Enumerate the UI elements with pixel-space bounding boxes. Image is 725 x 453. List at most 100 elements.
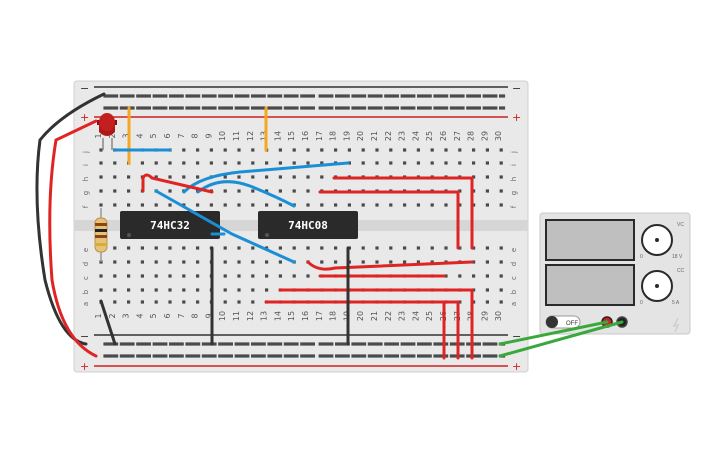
hole[interactable] — [155, 354, 159, 358]
hole[interactable] — [237, 161, 241, 165]
hole[interactable] — [354, 94, 358, 98]
hole[interactable] — [106, 94, 110, 98]
hole[interactable] — [140, 260, 144, 264]
hole[interactable] — [194, 94, 198, 98]
hole[interactable] — [131, 106, 135, 110]
hole[interactable] — [425, 354, 429, 358]
hole[interactable] — [472, 175, 476, 179]
hole[interactable] — [194, 342, 198, 346]
hole[interactable] — [142, 106, 146, 110]
hole[interactable] — [370, 354, 374, 358]
hole[interactable] — [499, 246, 503, 250]
hole[interactable] — [373, 342, 377, 346]
hole[interactable] — [392, 354, 397, 358]
hole[interactable] — [376, 342, 380, 346]
hole[interactable] — [406, 342, 410, 346]
hole[interactable] — [416, 246, 420, 250]
power-supply[interactable]: VC CC 18 V 5 A 0 0 OFF — [539, 212, 691, 335]
hole[interactable] — [144, 354, 149, 358]
hole[interactable] — [472, 203, 476, 207]
hole[interactable] — [140, 246, 144, 250]
hole[interactable] — [384, 106, 388, 110]
hole[interactable] — [289, 106, 293, 110]
hole[interactable] — [256, 354, 260, 358]
hole[interactable] — [390, 106, 394, 110]
hole[interactable] — [168, 274, 172, 278]
hole[interactable] — [283, 354, 287, 358]
hole[interactable] — [106, 342, 110, 346]
hole[interactable] — [300, 354, 304, 358]
hole[interactable] — [292, 161, 296, 165]
hole[interactable] — [270, 94, 274, 98]
hole[interactable] — [389, 161, 393, 165]
hole[interactable] — [363, 354, 367, 358]
hole[interactable] — [379, 106, 383, 110]
hole[interactable] — [174, 106, 178, 110]
hole[interactable] — [115, 342, 119, 346]
hole[interactable] — [109, 106, 113, 110]
hole[interactable] — [320, 175, 324, 179]
hole[interactable] — [154, 260, 158, 264]
hole[interactable] — [403, 106, 407, 110]
hole[interactable] — [363, 106, 367, 110]
hole[interactable] — [469, 94, 473, 98]
hole[interactable] — [340, 94, 344, 98]
hole[interactable] — [161, 354, 165, 358]
hole[interactable] — [452, 354, 456, 358]
hole[interactable] — [330, 106, 334, 110]
hole[interactable] — [171, 94, 176, 98]
hole[interactable] — [182, 288, 186, 292]
hole[interactable] — [221, 94, 225, 98]
hole[interactable] — [361, 260, 365, 264]
hole[interactable] — [251, 300, 255, 304]
hole[interactable] — [387, 354, 391, 358]
hole[interactable] — [223, 260, 227, 264]
hole[interactable] — [259, 106, 263, 110]
hole[interactable] — [213, 342, 217, 346]
hole[interactable] — [109, 342, 113, 346]
hole[interactable] — [177, 106, 181, 110]
hole[interactable] — [472, 161, 476, 165]
hole[interactable] — [343, 354, 347, 358]
hole[interactable] — [154, 161, 158, 165]
hole[interactable] — [320, 246, 324, 250]
hole[interactable] — [168, 203, 172, 207]
hole[interactable] — [373, 354, 377, 358]
hole[interactable] — [330, 354, 334, 358]
hole[interactable] — [174, 354, 178, 358]
hole[interactable] — [279, 354, 283, 358]
hole[interactable] — [131, 354, 135, 358]
hole[interactable] — [182, 246, 186, 250]
hole[interactable] — [168, 161, 172, 165]
hole[interactable] — [472, 148, 476, 152]
hole[interactable] — [400, 354, 404, 358]
hole[interactable] — [265, 203, 269, 207]
hole[interactable] — [375, 246, 379, 250]
hole[interactable] — [318, 354, 322, 358]
hole[interactable] — [300, 94, 304, 98]
hole[interactable] — [262, 354, 266, 358]
hole[interactable] — [292, 148, 296, 152]
hole[interactable] — [455, 94, 459, 98]
hole[interactable] — [196, 203, 200, 207]
hole[interactable] — [115, 354, 119, 358]
hole[interactable] — [223, 274, 227, 278]
hole[interactable] — [251, 94, 255, 98]
hole[interactable] — [99, 148, 103, 152]
hole[interactable] — [436, 342, 440, 346]
hole[interactable] — [472, 260, 476, 264]
hole[interactable] — [444, 246, 448, 250]
hole[interactable] — [458, 246, 462, 250]
hole[interactable] — [207, 342, 211, 346]
hole[interactable] — [210, 94, 214, 98]
hole[interactable] — [482, 342, 486, 346]
hole[interactable] — [279, 94, 283, 98]
hole[interactable] — [168, 189, 172, 193]
hole[interactable] — [416, 203, 420, 207]
hole[interactable] — [180, 354, 184, 358]
hole[interactable] — [234, 342, 238, 346]
hole[interactable] — [306, 175, 310, 179]
hole[interactable] — [439, 342, 443, 346]
wire-blue-4[interactable] — [154, 189, 296, 264]
hole[interactable] — [422, 342, 426, 346]
